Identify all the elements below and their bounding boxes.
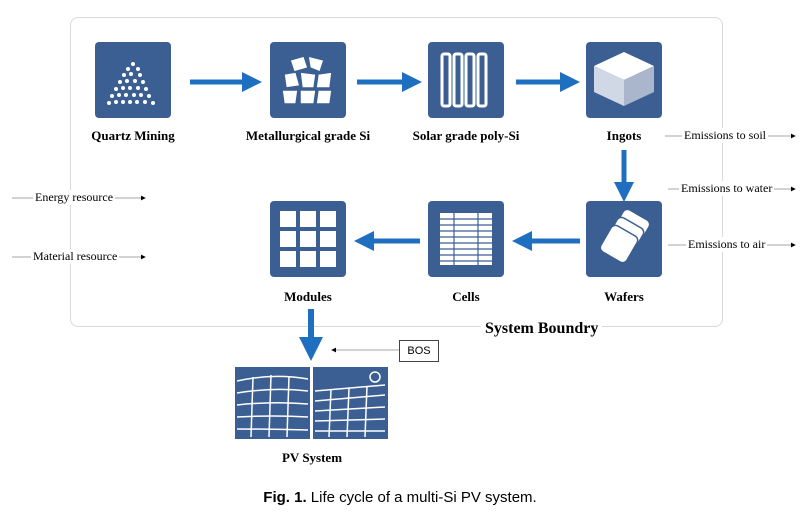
- caption-text: Life cycle of a multi-Si PV system.: [310, 489, 537, 506]
- system-boundary: [70, 17, 723, 327]
- ingots-icon: [586, 42, 662, 118]
- metallurgical-si-icon: [270, 42, 346, 118]
- system-boundary-label: System Boundry: [481, 320, 603, 338]
- pv-system-icon: [235, 367, 388, 439]
- metallurgical-si-label: Metallurgical grade Si: [245, 128, 371, 143]
- wafers-icon: [586, 201, 662, 277]
- quartz-mining-icon: [95, 42, 171, 118]
- figure-caption: Fig. 1. Life cycle of a multi-Si PV syst…: [0, 489, 800, 506]
- material-resource-label: Material resource: [31, 249, 120, 264]
- modules-icon: [270, 201, 346, 277]
- energy-resource-label: Energy resource: [33, 190, 116, 205]
- pv-system-label: PV System: [281, 450, 343, 465]
- modules-label: Modules: [284, 289, 332, 304]
- wafers-label: Wafers: [604, 289, 644, 304]
- caption-label: Fig. 1.: [263, 489, 307, 506]
- solar-poly-si-icon: [428, 42, 504, 118]
- quartz-mining-label: Quartz Mining: [91, 128, 175, 143]
- cells-label: Cells: [452, 289, 480, 304]
- solar-poly-si-label: Solar grade poly-Si: [412, 128, 520, 143]
- emissions-air-label: Emissions to air: [686, 237, 768, 252]
- bos-box: BOS: [399, 340, 439, 362]
- ingots-label: Ingots: [606, 128, 642, 143]
- emissions-water-label: Emissions to water: [679, 181, 775, 196]
- emissions-soil-label: Emissions to soil: [682, 128, 769, 143]
- cells-icon: [428, 201, 504, 277]
